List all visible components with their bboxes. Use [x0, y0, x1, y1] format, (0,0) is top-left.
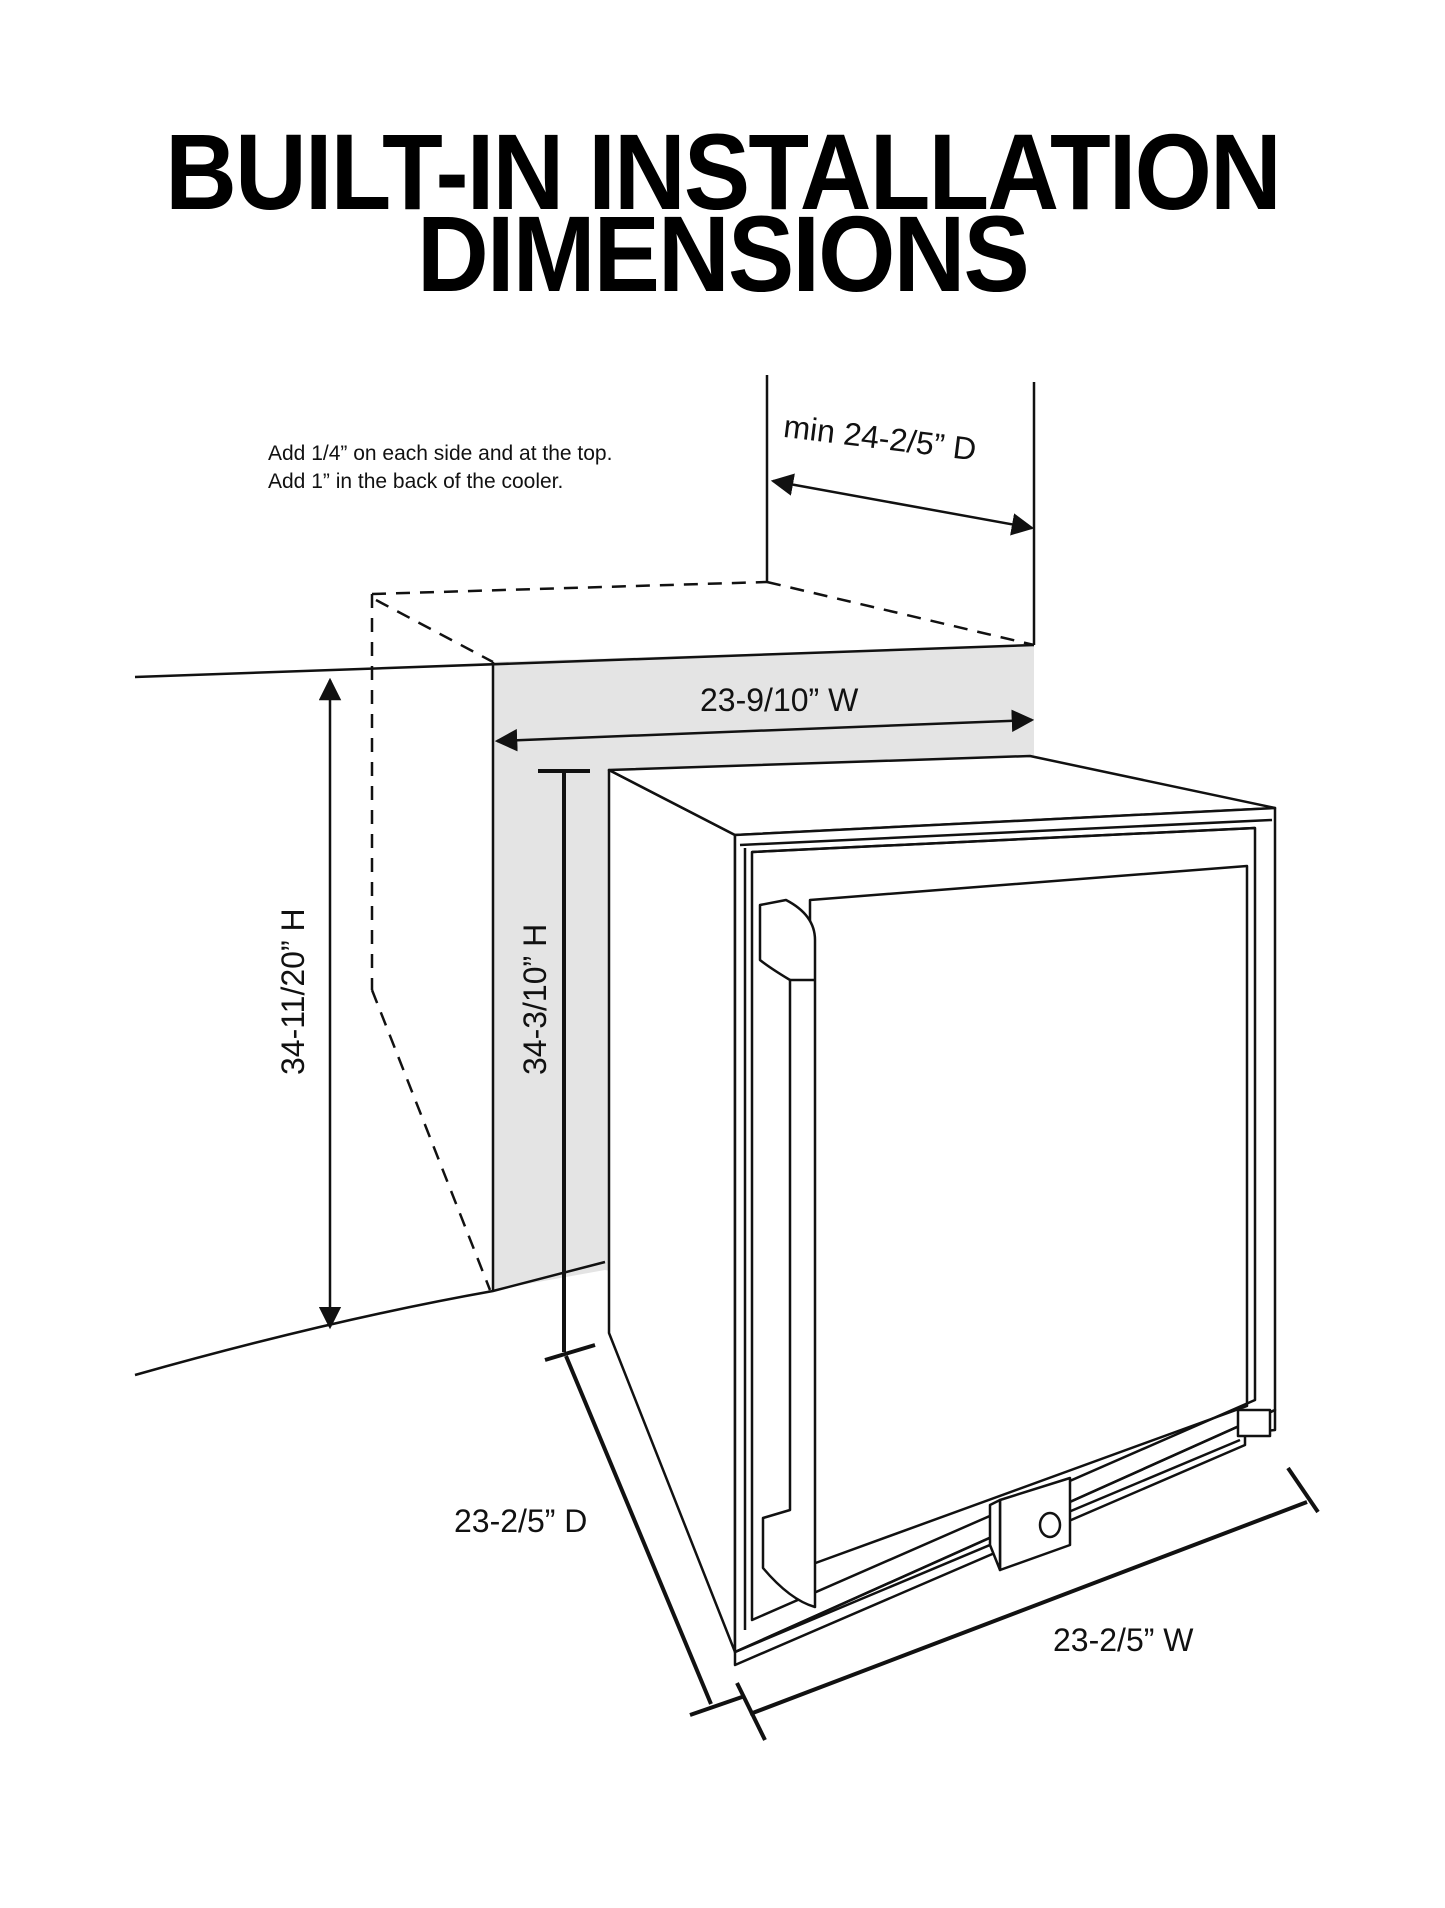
- cutout-depth-arrow: [770, 473, 1035, 536]
- unit-height-label: 34-3/10” H: [517, 923, 553, 1075]
- unit-width-bar: [735, 1466, 1320, 1741]
- cutout-width-arrow: [494, 709, 1035, 752]
- title-line-1: BUILT-IN INSTALLATION: [165, 111, 1282, 232]
- cutout-height-label: 34-11/20” H: [275, 908, 311, 1075]
- clearance-dashed-box: [370, 580, 1035, 1291]
- unit-height-bar: [538, 769, 596, 1362]
- cutout-width-label: 23-9/10” W: [700, 682, 859, 718]
- note-back-clearance: Add 1” in the back of the cooler.: [268, 470, 564, 493]
- unit-depth-label: 23-2/5” D: [454, 1503, 588, 1539]
- unit-depth-bar: [564, 1355, 743, 1717]
- unit-width-label: 23-2/5” W: [1053, 1622, 1194, 1658]
- title-line-2: DIMENSIONS: [417, 193, 1030, 314]
- note-side-top-clearance: Add 1/4” on each side and at the top.: [268, 442, 613, 465]
- dimension-arrows: [318, 473, 1035, 1330]
- cooler-unit: [607, 754, 1277, 1667]
